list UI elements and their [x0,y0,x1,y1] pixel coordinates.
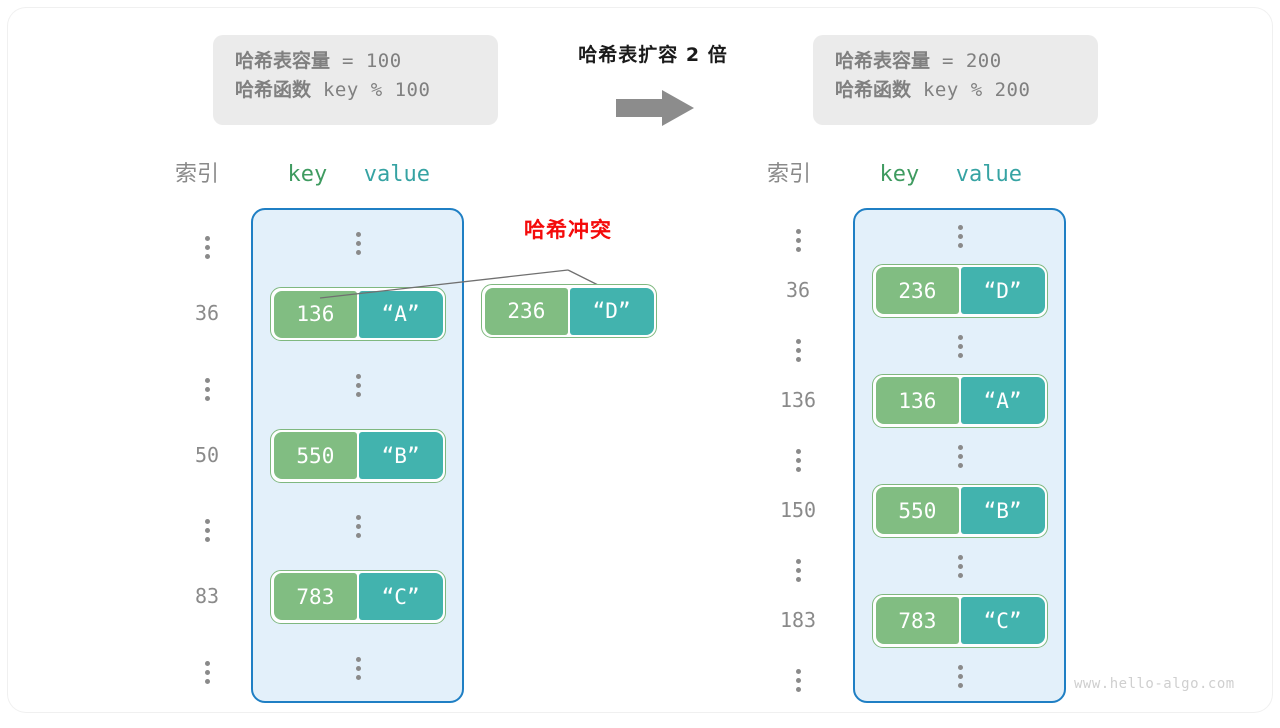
hashfn-value-before: key % 100 [322,79,431,102]
vertical-ellipsis-icon [200,377,214,401]
collision-label: 哈希冲突 [524,218,612,242]
table-row: 550“B” [270,428,446,483]
index-label [167,513,247,543]
index-label [758,553,838,582]
left-column-headers: 索引 key value [175,156,430,188]
entry-key: 550 [273,432,358,479]
resize-caption: 哈希表扩容 2 倍 [578,44,728,66]
index-label [758,663,838,692]
vertical-ellipsis-icon [791,668,805,692]
hashfn-line-before: 哈希函数 key % 100 [235,76,476,105]
collision-entry: 236 “D” [481,284,657,338]
capacity-value-before: = 100 [341,50,402,72]
vertical-ellipsis-icon [351,656,365,680]
index-label [167,655,247,684]
vertical-ellipsis-icon [953,554,967,578]
value-header-right: value [955,162,1022,187]
vertical-ellipsis-icon [791,338,805,362]
index-label: 36 [194,301,220,326]
entry-value: “C” [960,597,1045,644]
index-label [167,372,247,401]
index-label: 36 [785,277,811,302]
hash-config-box-before: 哈希表容量 = 100 哈希函数 key % 100 [213,35,498,125]
vertical-ellipsis-icon [200,236,214,260]
entry-key: 783 [273,573,358,621]
right-arrow-icon [616,90,694,126]
vertical-ellipsis-icon [351,515,365,539]
index-label: 183 [779,607,817,632]
index-label: 83 [194,583,220,608]
entry-value: “A” [358,290,443,338]
watermark: www.hello-algo.com [1074,676,1235,692]
collision-entry-value: “D” [569,287,654,335]
table-row: 136“A” [872,373,1048,428]
index-header-right: 索引 [767,162,812,187]
hashfn-line-after: 哈希函数 key % 200 [835,76,1076,105]
entry-value: “B” [960,487,1045,534]
index-header-left: 索引 [175,162,220,187]
vertical-ellipsis-icon [351,232,365,256]
vertical-ellipsis-icon [791,228,805,252]
hashfn-value-after: key % 200 [922,79,1031,102]
index-label [758,443,838,472]
collision-entry-key: 236 [484,287,569,335]
hashfn-label-before: 哈希函数 [235,79,312,102]
key-header-left: key [287,162,328,187]
vertical-ellipsis-icon [953,224,967,248]
index-label: 50 [194,442,220,467]
index-label [167,230,247,260]
index-label [758,333,838,362]
key-header-right: key [879,162,920,187]
vertical-ellipsis-icon [351,373,365,397]
index-label: 136 [779,387,817,412]
entry-key: 136 [875,377,960,424]
hash-config-box-after: 哈希表容量 = 200 哈希函数 key % 200 [813,35,1098,125]
vertical-ellipsis-icon [791,558,805,582]
table-row: 236“D” [872,263,1048,318]
vertical-ellipsis-icon [200,519,214,543]
entry-key: 550 [875,487,960,534]
value-header-left: value [363,162,430,187]
capacity-label-after: 哈希表容量 [835,50,931,72]
capacity-label-before: 哈希表容量 [235,50,331,72]
index-label [758,223,838,252]
table-row: 783“C” [872,593,1048,648]
vertical-ellipsis-icon [791,448,805,472]
entry-key: 236 [875,267,960,314]
diagram-card: 哈希表容量 = 100 哈希函数 key % 100 哈希表容量 = 200 哈… [8,8,1272,712]
table-row: 783“C” [270,569,446,624]
entry-value: “A” [960,377,1045,424]
vertical-ellipsis-icon [200,660,214,684]
entry-key: 136 [273,290,358,338]
capacity-line-before: 哈希表容量 = 100 [235,47,476,76]
vertical-ellipsis-icon [953,664,967,688]
capacity-value-after: = 200 [941,50,1002,72]
table-row: 136“A” [270,287,446,342]
vertical-ellipsis-icon [953,334,967,358]
entry-value: “B” [358,432,443,479]
right-column-headers: 索引 key value [767,156,1022,188]
entry-value: “D” [960,267,1045,314]
hashfn-label-after: 哈希函数 [835,79,912,102]
capacity-line-after: 哈希表容量 = 200 [835,47,1076,76]
table-row: 550“B” [872,483,1048,538]
vertical-ellipsis-icon [953,444,967,468]
entry-value: “C” [358,573,443,621]
index-label: 150 [779,497,817,522]
diagram-stage: 哈希表容量 = 100 哈希函数 key % 100 哈希表容量 = 200 哈… [8,8,1280,728]
entry-key: 783 [875,597,960,644]
